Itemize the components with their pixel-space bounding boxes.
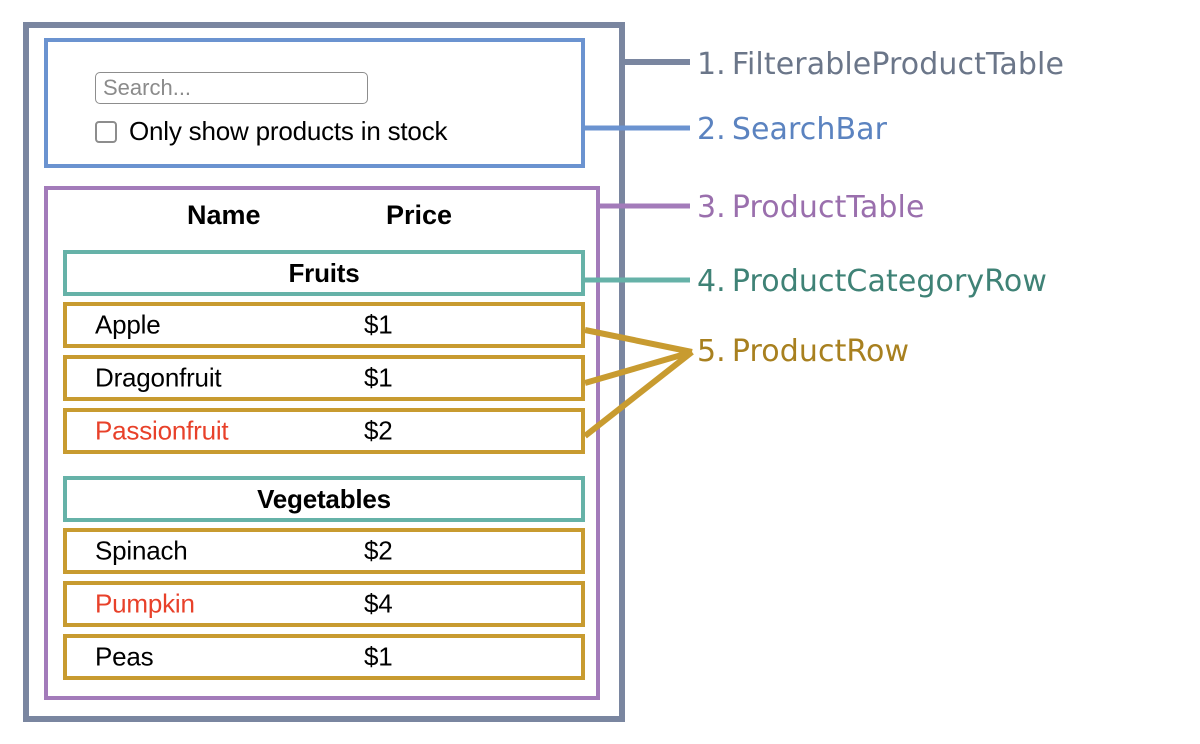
- product-name: Pumpkin: [95, 588, 195, 619]
- product-name: Peas: [95, 641, 154, 672]
- table-row: Dragonfruit $1: [63, 355, 585, 401]
- annotation-text: FilterableProductTable: [731, 47, 1065, 82]
- product-name: Dragonfruit: [95, 362, 222, 393]
- product-price: $2: [364, 535, 393, 566]
- product-category-row: Vegetables: [63, 476, 585, 522]
- table-row: Peas $1: [63, 634, 585, 680]
- in-stock-checkbox-label: Only show products in stock: [129, 116, 448, 146]
- annotation-label-filterable-product-table: 1.FilterableProductTable: [697, 47, 1064, 82]
- category-label: Fruits: [288, 257, 360, 288]
- product-name: Passionfruit: [95, 415, 229, 446]
- product-price: $1: [364, 309, 393, 340]
- product-name: Spinach: [95, 535, 188, 566]
- product-category-row: Fruits: [63, 250, 585, 296]
- annotation-number: 5.: [697, 334, 726, 369]
- table-row: Spinach $2: [63, 528, 585, 574]
- annotation-number: 2.: [697, 112, 726, 147]
- product-name: Apple: [95, 309, 161, 340]
- column-header-name: Name: [187, 200, 261, 230]
- category-label: Vegetables: [257, 483, 391, 514]
- in-stock-checkbox[interactable]: [95, 120, 117, 143]
- annotation-label-product-category-row: 4.ProductCategoryRow: [697, 264, 1047, 299]
- product-price: $4: [364, 588, 393, 619]
- annotation-text: ProductCategoryRow: [731, 264, 1047, 299]
- annotation-label-product-row: 5.ProductRow: [697, 334, 909, 369]
- product-price: $1: [364, 641, 393, 672]
- annotation-number: 1.: [697, 47, 726, 82]
- table-row: Apple $1: [63, 302, 585, 348]
- product-table-box: Name Price Fruits Apple $1 Dragonfruit $…: [44, 186, 600, 700]
- annotation-number: 4.: [697, 264, 726, 299]
- annotation-number: 3.: [697, 190, 726, 225]
- search-bar-box: Only show products in stock: [44, 38, 585, 168]
- product-price: $1: [364, 362, 393, 393]
- annotation-text: ProductRow: [731, 334, 910, 369]
- table-row: Passionfruit $2: [63, 408, 585, 454]
- column-header-price: Price: [386, 200, 453, 230]
- annotation-text: SearchBar: [731, 112, 888, 147]
- table-row: Pumpkin $4: [63, 581, 585, 627]
- annotation-text: ProductTable: [731, 190, 925, 225]
- search-input[interactable]: [95, 72, 368, 104]
- annotation-label-search-bar: 2.SearchBar: [697, 112, 887, 147]
- product-price: $2: [364, 415, 393, 446]
- in-stock-checkbox-row[interactable]: Only show products in stock: [95, 116, 447, 147]
- annotation-label-product-table: 3.ProductTable: [697, 190, 925, 225]
- table-header-row: Name Price: [63, 200, 585, 244]
